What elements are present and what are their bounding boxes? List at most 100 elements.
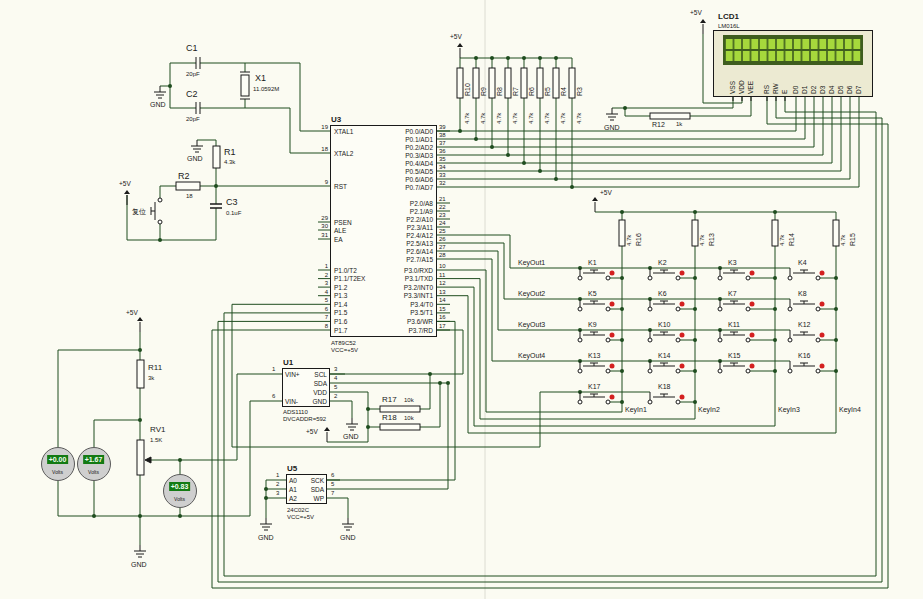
junction-dot [264, 496, 268, 500]
button-contact [158, 198, 162, 202]
component-label: 3 [325, 280, 328, 286]
pin-name: P2.0/A8 [410, 201, 433, 208]
pin-name: ALE [334, 228, 346, 235]
power-symbol [457, 43, 463, 58]
resistor-symbol [380, 424, 420, 430]
component-label: R1 [224, 148, 236, 157]
component-label: +5V [306, 429, 318, 436]
pin-name: WP [314, 496, 324, 503]
ground-symbol [134, 545, 146, 557]
component-label: 1 [272, 366, 275, 372]
pin-name: D3 [820, 86, 827, 94]
pin-name: P3.7/RD [408, 328, 433, 335]
junction-dot [474, 137, 478, 141]
junction-dot [620, 338, 624, 342]
keypad-keys [578, 268, 825, 404]
push-button [788, 299, 825, 311]
push-button [578, 268, 615, 280]
resistor-symbol [473, 68, 479, 98]
component-label: 16 [439, 314, 446, 320]
eeprom-chip: U5A0A1A2SCKSDAWP24C02CVCC=+5V [286, 474, 327, 504]
lcd-supply-wire [612, 34, 751, 116]
pin-name: XTAL2 [334, 151, 353, 158]
component-label: GND [131, 561, 147, 568]
pin-name: P2.3/A11 [407, 225, 433, 232]
component-label: K5 [588, 290, 597, 297]
component-label: 10k [404, 397, 414, 403]
component-label: R15 [849, 233, 856, 246]
junction-dot [506, 153, 510, 157]
pin-name: P1.2 [334, 285, 347, 292]
pin-name: P3.6/WR [407, 319, 433, 326]
keypad-column-wire [450, 212, 836, 433]
push-button [648, 361, 685, 373]
pin-name: A1 [289, 487, 297, 494]
component-label: 2 [334, 393, 337, 399]
meter-reading: Volts [52, 470, 63, 475]
pin-name: D5 [838, 86, 845, 94]
resistor-symbol [569, 68, 575, 98]
junction-dot [693, 369, 697, 373]
component-label: 7 [331, 490, 334, 496]
part-reference: U5 [287, 465, 297, 473]
component-label: R5 [544, 87, 551, 96]
pin-name: AT89C52 [331, 340, 356, 346]
pin-name: D6 [847, 86, 854, 94]
component-label: X1 [255, 74, 266, 83]
pin-name: D7 [856, 86, 863, 94]
microcontroller-chip: U3AT89C52VCC=+5VXTAL1XTAL2RSTPSENALEEAP1… [330, 125, 437, 337]
meter-reading: +0.83 [169, 482, 191, 491]
pin-name: D2 [811, 86, 818, 94]
junction-dot [834, 369, 838, 373]
pin-name: A0 [289, 478, 297, 485]
component-label: 34 [439, 164, 446, 170]
resistor-symbol [213, 146, 220, 168]
component-label: +5V [600, 190, 612, 197]
data-bus-wire [450, 97, 859, 187]
component-label: RV1 [150, 426, 165, 434]
junction-dot [693, 400, 697, 404]
junction-dot [474, 56, 478, 60]
junction-dot [168, 84, 172, 88]
component-label: 32 [439, 180, 446, 186]
component-label: 6 [331, 472, 334, 478]
resistor-symbol [537, 68, 543, 98]
pin-name: P1.3 [334, 293, 347, 300]
junction-dot [570, 185, 574, 189]
component-label: KeyOut2 [518, 290, 545, 297]
ground-symbol [606, 108, 618, 120]
pin-name: P2.4/A12 [406, 233, 433, 240]
component-label: KeyIn4 [839, 406, 861, 413]
component-label: K16 [798, 352, 810, 359]
power-symbol [137, 317, 143, 332]
pin-name: P0.3/AD3 [405, 153, 433, 160]
pin-name: D0 [793, 86, 800, 94]
component-label: K10 [658, 321, 670, 328]
junction-dot [693, 210, 697, 214]
lcd-pin [733, 97, 785, 101]
pin-name: XTAL1 [334, 129, 353, 136]
component-label: 35 [439, 156, 446, 162]
pin-name: P0.5/AD5 [405, 169, 433, 176]
component-label: 1.5K [150, 437, 162, 443]
component-label: 9 [325, 179, 328, 185]
component-label: R10 [464, 83, 471, 96]
pin-name: RW [773, 83, 780, 94]
pin-name: D1 [802, 86, 809, 94]
power-symbol [324, 427, 330, 442]
push-button [718, 361, 755, 373]
component-label: R2 [178, 172, 190, 181]
pin-name: P3.2/INT0 [404, 285, 433, 292]
component-label: K8 [798, 290, 807, 297]
component-label: 12 [439, 280, 446, 286]
component-label: 3 [276, 490, 279, 496]
pin-name: ADS1110 [283, 409, 308, 415]
component-label: 4.7k [699, 235, 705, 246]
push-button [578, 361, 615, 373]
ground-symbol [346, 418, 358, 430]
component-label: K4 [798, 259, 807, 266]
junction-dot [773, 210, 777, 214]
component-label: GND [150, 101, 166, 108]
component-label: 复位 [132, 208, 146, 215]
lcd-body [713, 30, 873, 97]
